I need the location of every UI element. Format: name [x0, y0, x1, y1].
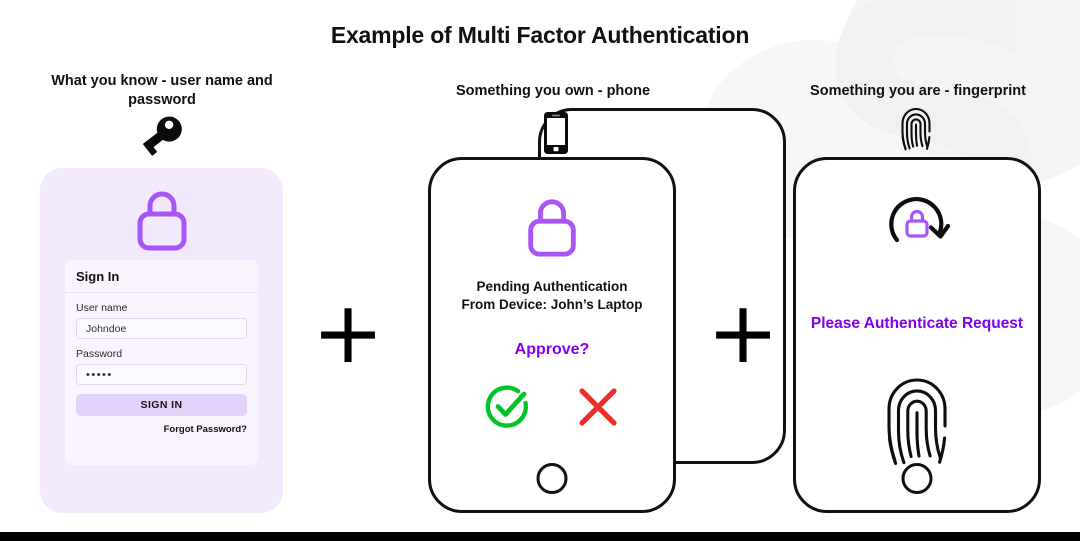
plus-separator-2: + — [707, 283, 780, 383]
login-card: Sign In User name Johndoe Password •••••… — [40, 168, 283, 513]
approval-actions — [431, 382, 673, 437]
page-title: Example of Multi Factor Authentication — [330, 22, 750, 48]
username-label: User name — [76, 302, 128, 314]
padlock-icon — [130, 184, 194, 261]
plus-separator-1: + — [312, 283, 385, 383]
approve-prompt: Approve? — [514, 341, 590, 358]
padlock-icon — [521, 192, 583, 267]
column-caption-know: What you know - user name and password — [51, 73, 273, 108]
bottom-bar — [0, 532, 1080, 541]
fingerprint-icon — [898, 106, 934, 157]
fingerprint-icon[interactable] — [880, 375, 954, 474]
authenticate-request-message: Please Authenticate Request — [810, 315, 1024, 332]
check-circle-icon[interactable] — [483, 382, 533, 437]
password-input[interactable]: ••••• — [76, 364, 247, 385]
pending-auth-line1: Pending Authentication — [476, 279, 628, 294]
lock-refresh-icon — [880, 188, 954, 267]
form-title: Sign In — [65, 260, 258, 293]
key-icon — [138, 112, 188, 161]
cross-icon[interactable] — [575, 384, 621, 435]
home-button[interactable] — [536, 463, 568, 494]
sign-in-form: Sign In User name Johndoe Password •••••… — [65, 260, 258, 465]
forgot-password-link[interactable]: Forgot Password? — [163, 424, 247, 435]
phone-fingerprint-screen: Please Authenticate Request — [793, 157, 1041, 513]
home-button[interactable] — [901, 463, 933, 494]
phone-approval-screen: Pending Authentication From Device: John… — [428, 157, 676, 513]
column-caption-are: Something you are - fingerprint — [810, 83, 1026, 99]
pending-auth-line2: From Device: John’s Laptop — [461, 297, 643, 313]
password-label: Password — [76, 348, 123, 360]
sign-in-button[interactable]: SIGN IN — [76, 394, 247, 416]
column-caption-own: Something you own - phone — [455, 83, 651, 99]
pending-auth-text: Pending Authentication From Device: John… — [431, 278, 673, 314]
username-input[interactable]: Johndoe — [76, 318, 247, 339]
